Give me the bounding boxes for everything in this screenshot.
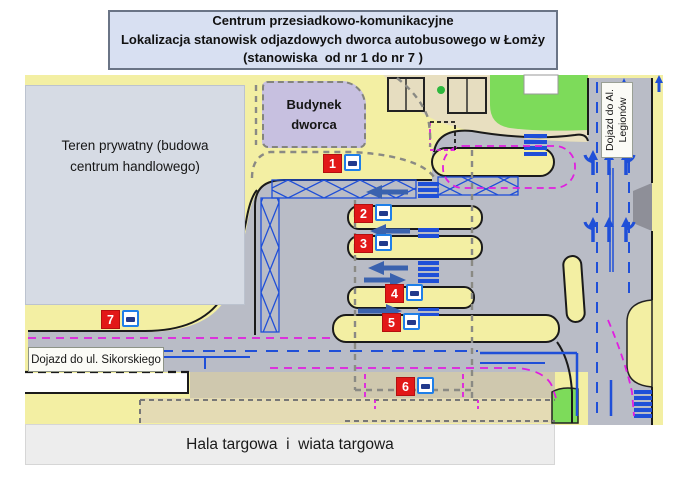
bus-stop-sign-icon <box>406 284 423 301</box>
tree-icon <box>437 86 445 94</box>
stand-marker-7: 7 <box>101 310 139 329</box>
stand-number: 5 <box>382 313 401 332</box>
stand-marker-5: 5 <box>382 313 420 332</box>
plan-title-line2: Lokalizacja stanowisk odjazdowych dworca… <box>120 31 546 47</box>
traffic-arrows-station <box>358 185 410 318</box>
stand-marker-4: 4 <box>385 284 423 303</box>
stand-number: 6 <box>396 377 415 396</box>
bus-stop-sign-icon <box>403 313 420 330</box>
market-forecourt <box>190 372 555 400</box>
stand-number: 4 <box>385 284 404 303</box>
bus-stop-sign-icon <box>375 234 392 251</box>
market-dashed-border <box>139 399 555 423</box>
stand-marker-3: 3 <box>354 234 392 253</box>
private-area: Teren prywatny (budowa centrum handloweg… <box>25 85 245 305</box>
bus-stop-sign-icon <box>344 154 361 171</box>
bus-stop-sign-icon <box>417 377 434 394</box>
stand-marker-6: 6 <box>396 377 434 396</box>
lane-markings <box>140 82 630 418</box>
green-area-north <box>490 75 588 131</box>
market-hall-label: Hala targowa i wiata targowa <box>25 424 555 465</box>
green-area-south <box>551 387 579 424</box>
plan-title-line3: (stanowiska od nr 1 do nr 7 ) <box>243 50 423 66</box>
private-area-label: Teren prywatny (budowa centrum handloweg… <box>61 138 209 174</box>
stand-number: 3 <box>354 234 373 253</box>
plan-title-line1: Centrum przesiadkowo-komunikacyjne <box>212 13 454 29</box>
bus-stop-sign-icon <box>122 310 139 327</box>
station-building-label: Budynek dworca <box>286 97 342 132</box>
sikorskiego-road-label: Dojazd do ul. Sikorskiego <box>28 347 164 372</box>
stand-number: 7 <box>101 310 120 329</box>
road-median-wedge <box>633 183 652 231</box>
plan-title: Centrum przesiadkowo-komunikacyjne Lokal… <box>108 10 558 70</box>
stand-marker-1: 1 <box>323 154 361 173</box>
stand-number: 2 <box>354 204 373 223</box>
stand-number: 1 <box>323 154 342 173</box>
magenta-boundaries <box>28 122 635 417</box>
bus-stop-sign-icon <box>375 204 392 221</box>
market-area <box>140 398 555 423</box>
station-building: Budynek dworca <box>262 81 366 148</box>
road-edge-bulge <box>626 299 653 388</box>
legionow-road-label: Dojazd do Al. Legionów <box>601 82 633 158</box>
stand-marker-2: 2 <box>354 204 392 223</box>
pedestrian-crossings <box>418 134 652 418</box>
